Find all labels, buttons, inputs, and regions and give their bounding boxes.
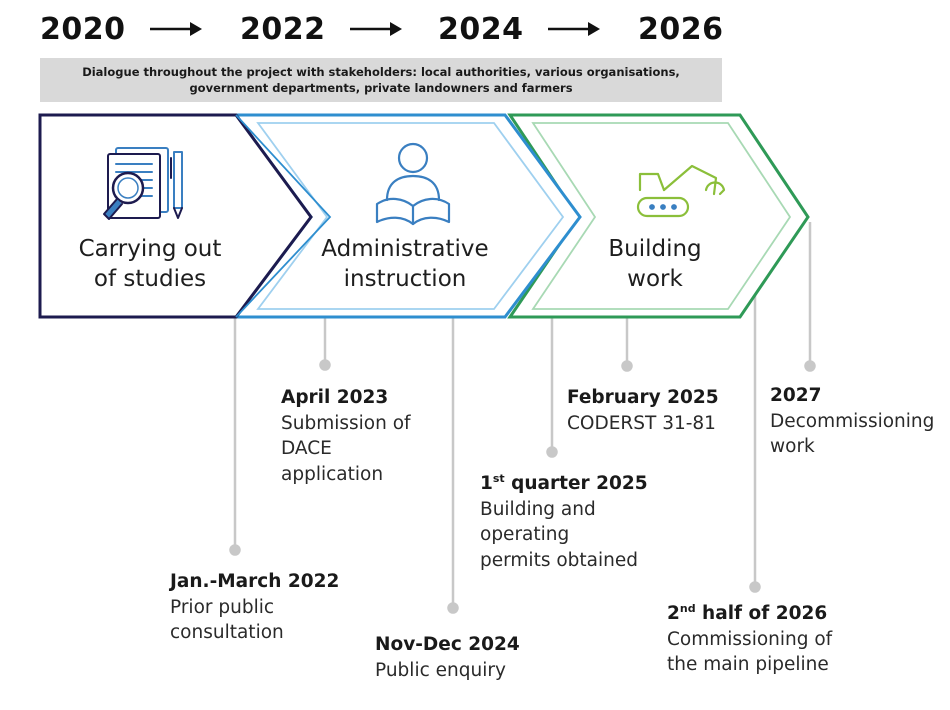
connector-dot <box>229 544 241 556</box>
phase-label-building: Building work <box>580 234 730 294</box>
milestone-february-2025: February 2025 CODERST 31-81 <box>567 385 719 436</box>
milestone-2027: 2027 Decommissioning work <box>770 383 934 460</box>
year-2024: 2024 <box>438 12 524 47</box>
document-magnifier-icon <box>103 147 183 220</box>
year-2026: 2026 <box>638 12 724 47</box>
milestone-description: Submission of DACE application <box>281 412 411 485</box>
phase-label-studies: Carrying out of studies <box>60 234 240 294</box>
milestone-nov-dec-2024: Nov-Dec 2024 Public enquiry <box>375 632 520 683</box>
milestone-date: April 2023 <box>281 387 389 408</box>
milestone-q1-2025: 1st quarter 2025 Building and operating … <box>480 471 648 573</box>
arrow-right-icon <box>350 22 402 36</box>
connector-dot <box>319 359 331 371</box>
milestone-description: Prior public consultation <box>170 596 284 644</box>
person-reading-book-icon <box>375 142 451 226</box>
ordinal-number: 2 <box>667 603 680 624</box>
ordinal-suffix: st <box>492 471 505 485</box>
milestone-description: Building and operating permits obtained <box>480 498 638 571</box>
connector-dot <box>546 446 558 458</box>
milestone-date: February 2025 <box>567 387 719 408</box>
milestone-date: 1st quarter 2025 <box>480 471 648 497</box>
connector-dot <box>804 360 816 372</box>
connector-dot <box>447 602 459 614</box>
phase-label-administrative: Administrative instruction <box>305 234 505 294</box>
phase-label-line: Carrying out <box>78 236 222 262</box>
milestone-date: 2nd half of 2026 <box>667 601 832 627</box>
arrow-right-icon <box>150 22 202 36</box>
milestone-date: Jan.-March 2022 <box>170 571 340 592</box>
milestone-jan-march-2022: Jan.-March 2022 Prior public consultatio… <box>170 569 339 646</box>
milestone-description: CODERST 31-81 <box>567 412 716 434</box>
milestone-h2-2026: 2nd half of 2026 Commissioning of the ma… <box>667 601 832 678</box>
milestone-description: Commissioning of the main pipeline <box>667 628 833 676</box>
stakeholder-dialogue-banner: Dialogue throughout the project with sta… <box>40 58 722 102</box>
phase-label-line: of studies <box>93 266 207 292</box>
milestone-date: 2027 <box>770 385 822 406</box>
phase-label-line: instruction <box>343 266 467 292</box>
ordinal-number: 1 <box>480 473 493 494</box>
connector-dot <box>749 581 761 593</box>
milestone-description: Public enquiry <box>375 659 506 681</box>
year-2020: 2020 <box>40 12 126 47</box>
excavator-icon <box>636 164 726 218</box>
year-2022: 2022 <box>240 12 326 47</box>
date-rest: half of 2026 <box>695 603 828 624</box>
milestone-description: Decommissioning work <box>770 410 935 458</box>
arrow-right-icon <box>548 22 600 36</box>
phase-label-line: work <box>627 266 683 292</box>
ordinal-suffix: nd <box>679 601 696 615</box>
milestone-april-2023: April 2023 Submission of DACE applicatio… <box>281 385 411 487</box>
phase-label-line: Building <box>608 236 702 262</box>
connector-dot <box>621 360 633 372</box>
phase-label-line: Administrative <box>321 236 489 262</box>
milestone-date: Nov-Dec 2024 <box>375 634 520 655</box>
milestone-connectors <box>229 222 816 614</box>
date-rest: quarter 2025 <box>504 473 648 494</box>
